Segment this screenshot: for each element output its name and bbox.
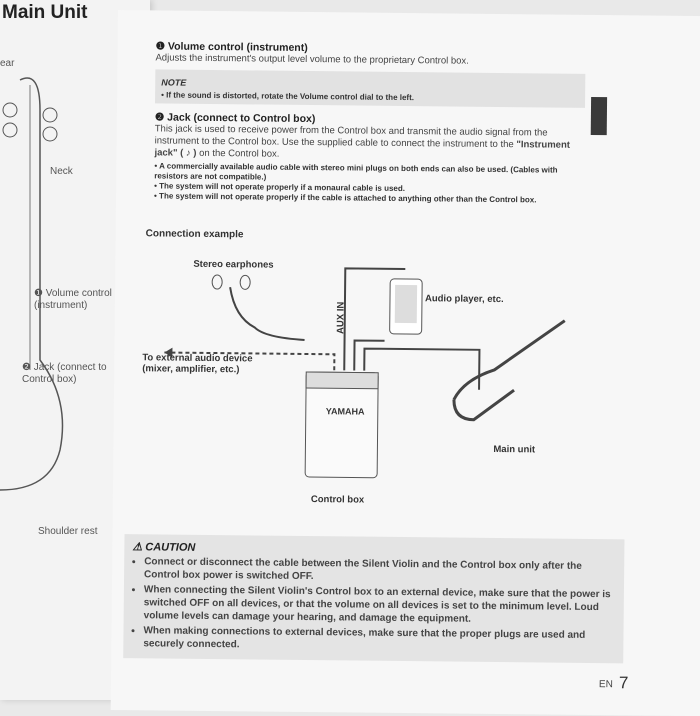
right-page: ❶ Volume control (instrument) Adjusts th… xyxy=(110,10,700,716)
caution-item: When connecting the Silent Violin's Cont… xyxy=(144,583,616,627)
page-number: 7 xyxy=(618,673,629,693)
label-external-device: To external audio device (mixer, amplifi… xyxy=(142,352,253,376)
connection-diagram xyxy=(164,267,566,479)
diagram-heading: Connection example xyxy=(145,228,244,241)
label-main-unit: Main unit xyxy=(493,443,536,456)
violin-illustration xyxy=(0,77,64,491)
label-aux-in: AUX IN xyxy=(335,301,347,335)
caution-item: When making connections to external devi… xyxy=(143,624,615,655)
label-shoulder-rest: Shoulder rest xyxy=(38,526,98,537)
label-volume-control: ❶ Volume control (instrument) xyxy=(34,288,112,311)
left-page-title: Main Unit xyxy=(2,2,88,23)
note-text: • If the sound is distorted, rotate the … xyxy=(161,90,415,103)
caution-item: Connect or disconnect the cable between … xyxy=(144,555,616,586)
note-box: NOTE • If the sound is distorted, rotate… xyxy=(155,69,586,108)
section-2-tail: on the Control box. xyxy=(196,147,280,160)
view-label: ear xyxy=(0,58,15,69)
section-2-text: This jack is used to receive power from … xyxy=(154,123,548,151)
note-title: NOTE xyxy=(161,77,187,88)
label-earphones: Stereo earphones xyxy=(193,258,274,271)
yamaha-logo: YAMAHA xyxy=(325,406,365,417)
label-audio-player: Audio player, etc. xyxy=(424,293,504,306)
section-tab xyxy=(590,96,608,136)
label-jack: ❷ Jack (connect to Control box) xyxy=(22,362,107,385)
caution-box: ⚠ CAUTION Connect or disconnect the cabl… xyxy=(123,534,625,664)
label-neck: Neck xyxy=(50,166,73,177)
label-control-box: Control box xyxy=(310,494,365,506)
page-language: EN xyxy=(598,679,613,691)
